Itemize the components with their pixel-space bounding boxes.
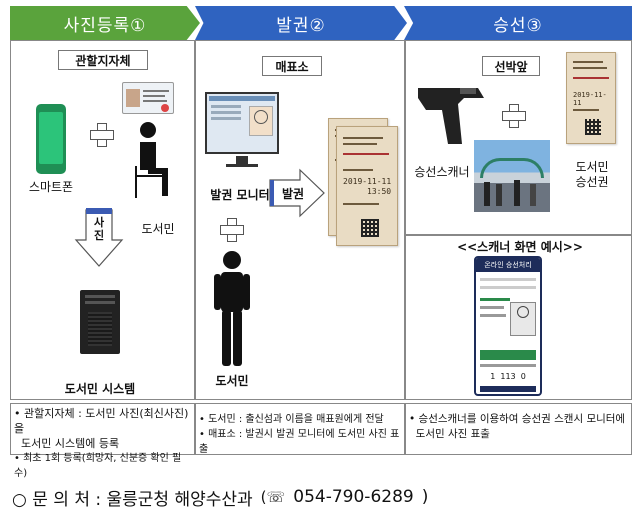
port-photo — [474, 140, 550, 212]
scanner-label: 승선스캐너 — [414, 165, 470, 179]
note-3-line-2: 도서민 사진 표출 — [409, 428, 490, 440]
monitor-base — [226, 164, 258, 167]
notes-3: • 승선스캐너를 이용하여 승선권 스캔시 모니터에 도서민 사진 표출 — [409, 412, 631, 442]
resident-label-2: 도서민 — [215, 374, 249, 388]
smartphone-icon — [36, 104, 66, 174]
closing-paren: ) — [421, 487, 429, 507]
right-arrow-icon — [269, 168, 325, 218]
note-1-line-3: • 최초 1회 등록(희망자, 신분증 확인 필수) — [14, 453, 182, 479]
contact-footer: ○ 문 의 처 : 울릉군청 해양수산과 (☏ 054-790-6289 ) — [12, 484, 632, 510]
contact-label: ○ 문 의 처 : 울릉군청 해양수산과 — [12, 489, 253, 510]
stage-3-banner: 승선③ — [404, 6, 632, 40]
smartphone-label: 스마트폰 — [28, 180, 74, 194]
notes-2: • 도서민 : 출신섬과 이름을 매표원에게 전달 • 매표소 : 발권시 발권… — [199, 412, 404, 457]
scanner-icon — [418, 88, 484, 144]
plus-icon — [90, 123, 114, 147]
ticket-image-front: 2019-11-11 13:50 — [336, 126, 398, 246]
seated-person-icon — [135, 122, 168, 198]
phone-screen: 온라인 승선처리 1 113 0 — [474, 256, 542, 396]
ticketing-arrow-label: 발권 — [281, 187, 305, 201]
monitor-icon — [205, 92, 279, 154]
badge-local-government: 관할지자체 — [58, 50, 148, 70]
plus-icon — [502, 104, 526, 128]
notes-frame-3 — [405, 403, 632, 455]
scanner-example-title: <<스캐너 화면 예시>> — [457, 240, 583, 254]
monitor-label: 발권 모니터 — [210, 188, 270, 202]
notes-frame-1 — [10, 403, 195, 455]
phone-title: 온라인 승선처리 — [484, 261, 532, 269]
ticket-time: 13:50 — [367, 187, 392, 196]
phone-count: 1 113 0 — [490, 372, 526, 381]
boarding-ticket-date: 2019-11-11 — [573, 91, 607, 107]
system-label: 도서민 시스템 — [64, 382, 136, 396]
contact-phone: 054-790-6289 — [293, 487, 414, 507]
stage-1-banner: 사진등록① — [10, 6, 200, 40]
notes-1: • 관할지자체 : 도서민 사진(최신사진)을 도서민 시스템에 등록 • 최초… — [14, 406, 194, 481]
photo-arrow-label: 사진 — [93, 216, 105, 242]
notes-frame-2 — [195, 403, 405, 455]
plus-icon — [220, 218, 244, 242]
phone-icon: (☏ — [260, 488, 286, 506]
note-2-line-2: • 매표소 : 발권시 발권 모니터에 도서민 사진 표출 — [199, 429, 400, 455]
monitor-stand — [236, 156, 248, 164]
ticket-date: 2019-11-11 — [343, 177, 392, 186]
server-icon — [80, 290, 120, 354]
note-1-line-1: • 관할지자체 : 도서민 사진(최신사진)을 — [14, 407, 189, 435]
badge-ticket-office: 매표소 — [262, 56, 322, 76]
id-card-icon — [122, 82, 174, 114]
boarding-ticket-label: 도서민 승선권 — [575, 160, 609, 189]
note-1-line-2: 도서민 시스템에 등록 — [14, 437, 120, 450]
down-arrow-icon — [74, 208, 124, 267]
boarding-ticket-image: 2019-11-11 — [566, 52, 616, 144]
stage-2-banner: 발권② — [195, 6, 407, 40]
note-3-line-1: • 승선스캐너를 이용하여 승선권 스캔시 모니터에 — [409, 413, 626, 425]
standing-person-icon — [214, 251, 250, 366]
note-2-line-1: • 도서민 : 출신섬과 이름을 매표원에게 전달 — [199, 414, 384, 425]
badge-in-front-of-ship: 선박앞 — [482, 56, 540, 76]
resident-label: 도서민 — [141, 222, 175, 236]
